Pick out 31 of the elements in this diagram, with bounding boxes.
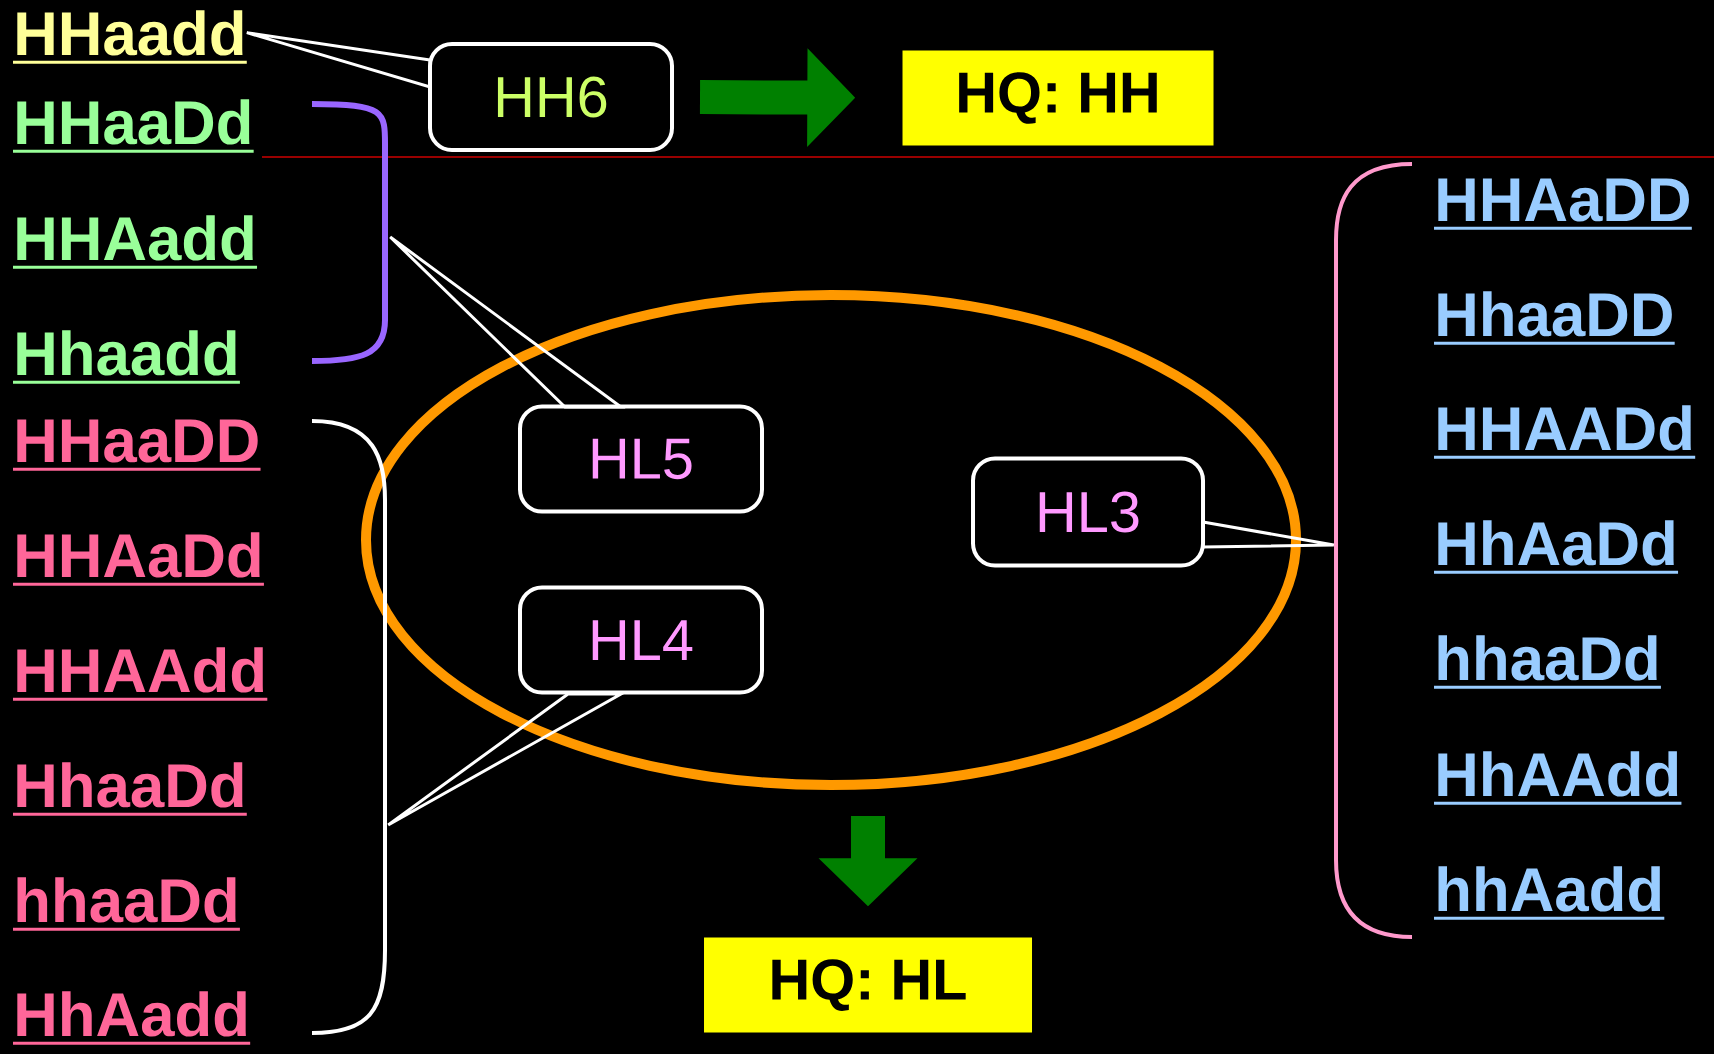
genotype-text: HHaaDd	[13, 99, 254, 153]
label-box: HQ: HH	[902, 50, 1214, 146]
genotype-text: HHaadd	[13, 10, 247, 64]
label-box: HQ: HL	[704, 937, 1032, 1033]
genotype-text: hhaaDd	[13, 877, 240, 931]
callout-box: HL3	[971, 456, 1205, 568]
callout-box: HL5	[518, 404, 764, 514]
leader-line	[386, 692, 627, 827]
leader-line	[1201, 520, 1336, 549]
ellipse	[361, 290, 1301, 790]
genotype-text: HhAaDd	[1434, 520, 1679, 574]
genotype-text: Hhaadd	[13, 330, 240, 384]
bracket	[311, 419, 387, 1035]
genotype-text: hhAadd	[1434, 866, 1665, 920]
genotype-text: HhAAdd	[1434, 751, 1682, 805]
callout-box: HL4	[518, 585, 764, 695]
genotype-text: HHAaDD	[1434, 178, 1692, 230]
genotype-text: HHAAdd	[13, 647, 268, 701]
leader-line	[388, 235, 626, 409]
bracket	[1334, 162, 1413, 939]
callout-box: HH6	[428, 42, 674, 152]
leader-line	[245, 31, 432, 89]
genotype-text: HHAadd	[13, 215, 258, 269]
genotype-text: HhAadd	[13, 991, 251, 1045]
genotype-text: HhaaDd	[13, 762, 247, 816]
genotype-text: HHAaDd	[13, 532, 264, 586]
genotype-text: HHAADd	[1434, 405, 1696, 459]
genotype-text: hhaaDd	[1434, 635, 1661, 689]
genotype-text: HhaaDD	[1434, 291, 1675, 345]
bracket	[311, 101, 388, 364]
genotype-text: HHaaDD	[13, 419, 261, 471]
